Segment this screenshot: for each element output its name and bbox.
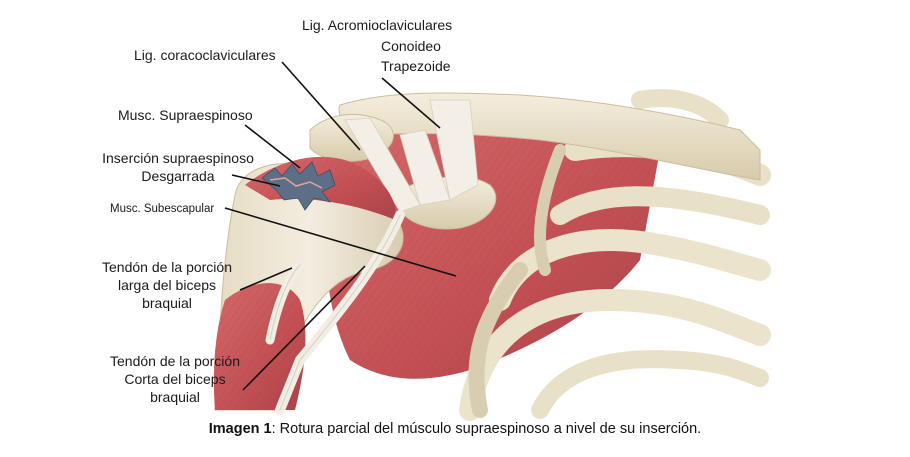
label-biceps-corta-line1: Tendón de la porción [110, 353, 240, 369]
leader-supraespinoso [244, 124, 301, 169]
caption-text: : Rotura parcial del músculo supraespino… [271, 421, 702, 437]
leader-subescapular [224, 207, 457, 277]
label-coracoclavicular: Lig. coracoclaviculares [134, 47, 276, 63]
leader-coracoclavicular [281, 61, 361, 151]
label-biceps-larga-line2: larga del biceps [117, 277, 217, 293]
label-biceps-larga-line3: braquial [142, 295, 192, 311]
label-biceps-corta-line3: braquial [150, 389, 200, 405]
leader-biceps-larga [239, 267, 293, 291]
label-biceps-corta-line2: Corta del biceps [124, 371, 226, 387]
label-trapezoide: Trapezoide [381, 58, 451, 74]
label-biceps-corta: Tendón de la porción Corta del biceps br… [98, 352, 252, 406]
leader-lines [224, 61, 457, 391]
label-conoideo: Conoideo [381, 38, 441, 54]
leader-insercion [231, 174, 281, 187]
label-subescapular: Musc. Subescapular [110, 203, 215, 215]
caption-prefix: Imagen 1 [208, 421, 272, 437]
figure-caption: Imagen 1: Rotura parcial del músculo sup… [0, 421, 910, 437]
biceps-muscle [213, 283, 306, 410]
label-insercion: Inserción supraespinoso Desgarrada [96, 149, 260, 185]
leader-acromioclavicular [381, 77, 441, 129]
label-supraespinoso: Musc. Supraespinoso [118, 107, 253, 123]
label-biceps-larga-line1: Tendón de la porción [102, 259, 232, 275]
ligaments [344, 99, 479, 213]
label-biceps-larga: Tendón de la porción larga del biceps br… [90, 258, 244, 312]
biceps-tendons [265, 210, 405, 415]
label-insercion-line1: Inserción supraespinoso [102, 150, 254, 166]
label-acromioclavicular: Lig. Acromioclaviculares [302, 17, 453, 33]
label-insercion-line2: Desgarrada [141, 168, 215, 184]
torn-insertion [261, 161, 336, 211]
subscapularis-muscle [326, 119, 660, 379]
leader-biceps-corta [242, 265, 366, 391]
